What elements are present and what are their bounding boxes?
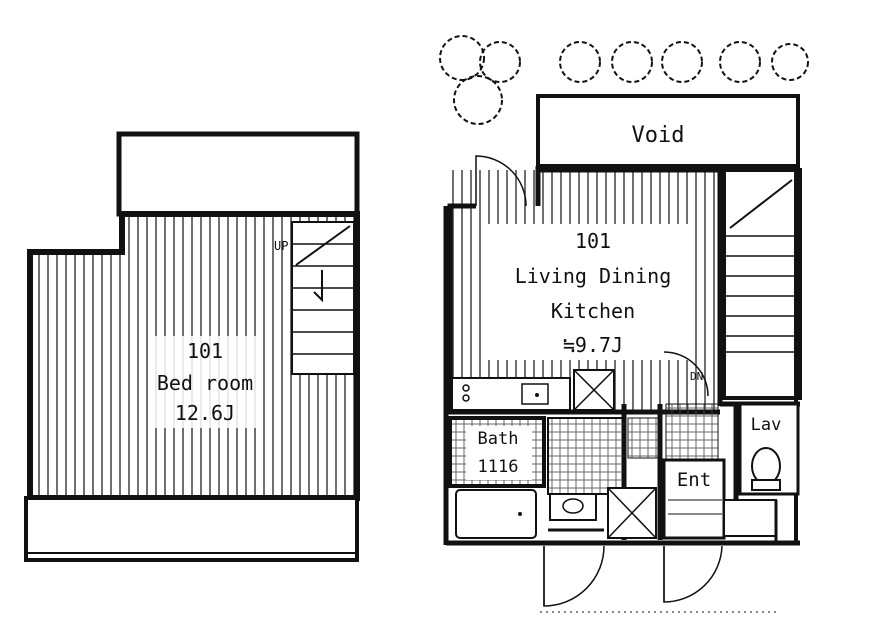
bath-size: 1116	[478, 457, 519, 477]
upper-stairs: UP	[274, 221, 355, 375]
lower-stair-label: DN	[690, 370, 703, 383]
upper-balcony	[116, 131, 360, 217]
sink-icon	[521, 383, 549, 405]
door-swing-icon	[475, 155, 527, 207]
entrance-label: Ent	[677, 469, 711, 491]
stove-icon	[462, 384, 470, 402]
bathtub-icon	[455, 489, 537, 539]
bedroom-number: 101	[187, 339, 223, 363]
lavatory: Lav	[723, 402, 800, 545]
bedroom-name: Bed room	[157, 371, 253, 395]
lavatory-label: Lav	[751, 415, 782, 435]
upper-stair-label: UP	[274, 239, 288, 253]
entrance: Ent	[662, 458, 726, 540]
wash-room	[547, 417, 657, 539]
tree-icon	[439, 35, 809, 125]
ldk-size: ≒9.7J	[563, 333, 623, 357]
upper-floor-plan: UP 101 Bed room 12.6J	[24, 131, 360, 562]
toilet-icon	[751, 447, 781, 491]
void-label: Void	[632, 123, 685, 148]
ldk-name-line1: Living Dining	[515, 264, 672, 288]
lower-stairs	[722, 168, 802, 545]
bedroom-size: 12.6J	[175, 401, 235, 425]
ldk-number: 101	[575, 229, 611, 253]
bath-label: Bath	[478, 429, 519, 449]
bath-room: Bath 1116	[448, 416, 546, 539]
upper-lower-balcony	[24, 496, 359, 562]
ldk-name-line2: Kitchen	[551, 299, 635, 323]
ldk-walls	[447, 166, 723, 410]
washbasin-icon	[549, 493, 597, 521]
kitchen-counter	[451, 369, 615, 411]
lower-floor-plan: Void 101 Living Dining Kitchen ≒9.7J	[439, 35, 809, 613]
door-swing-icon	[543, 545, 723, 607]
